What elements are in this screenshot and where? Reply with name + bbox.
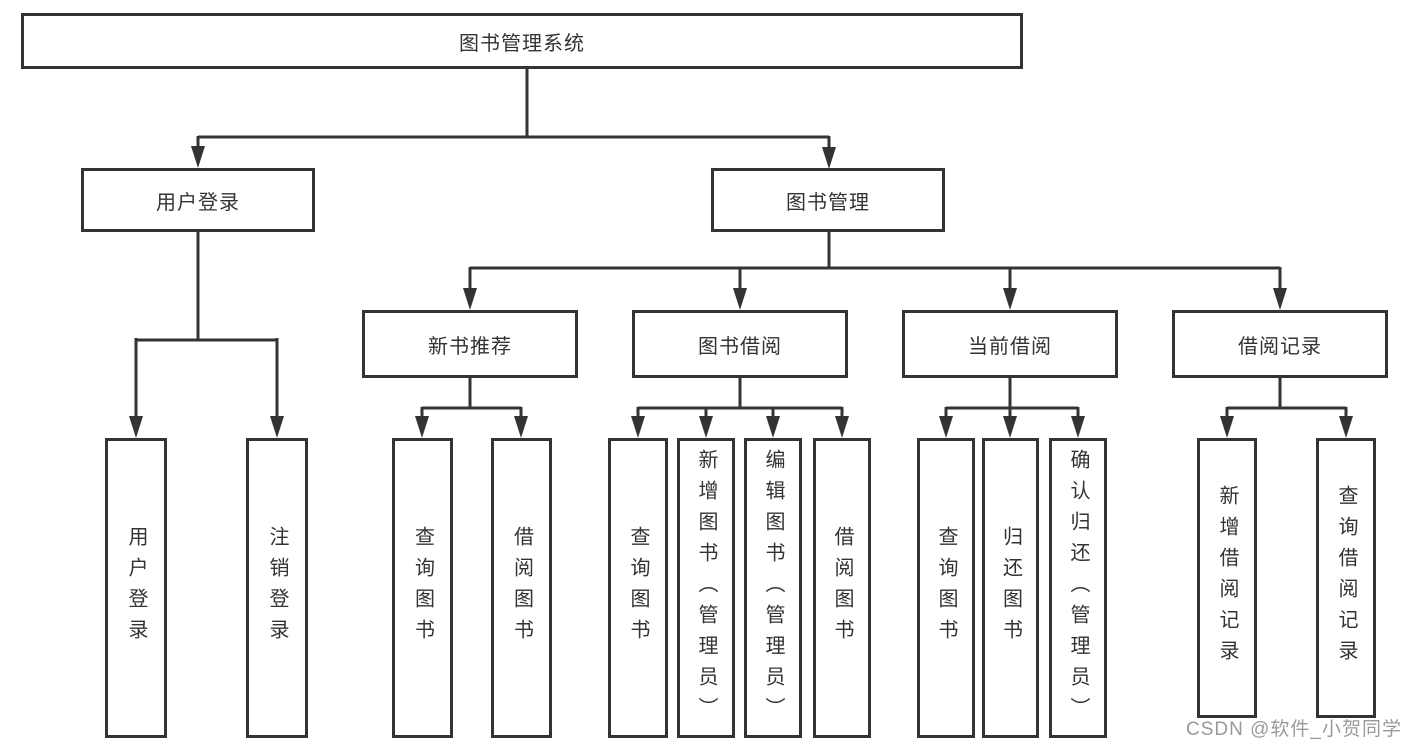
node-user-login: 用户登录 (81, 168, 315, 232)
leaf-user-login: 用户登录 (105, 438, 167, 738)
leaf-logout-login: 注销登录 (246, 438, 308, 738)
leaf-current-confirm-return-admin: 确认归还（管理员） (1049, 438, 1107, 738)
leaf-borrow-query-book: 查询图书 (608, 438, 668, 738)
node-new-book-recommend: 新书推荐 (362, 310, 578, 378)
leaf-newbook-query-book: 查询图书 (392, 438, 453, 738)
leaf-newbook-borrow-book: 借阅图书 (491, 438, 552, 738)
watermark: CSDN @软件_小贺同学 (1186, 719, 1402, 740)
leaf-borrow-add-book-admin: 新增图书（管理员） (677, 438, 735, 738)
leaf-borrow-edit-book-admin: 编辑图书（管理员） (744, 438, 802, 738)
arrowheads (129, 146, 1353, 438)
node-book-borrow: 图书借阅 (632, 310, 848, 378)
node-borrow-record: 借阅记录 (1172, 310, 1388, 378)
leaf-record-query: 查询借阅记录 (1316, 438, 1376, 718)
node-root: 图书管理系统 (21, 13, 1023, 69)
leaf-record-add: 新增借阅记录 (1197, 438, 1257, 718)
leaf-current-return-book: 归还图书 (982, 438, 1039, 738)
node-book-management: 图书管理 (711, 168, 945, 232)
leaf-current-query-book: 查询图书 (917, 438, 975, 738)
leaf-borrow-borrow-book: 借阅图书 (813, 438, 871, 738)
node-current-borrow: 当前借阅 (902, 310, 1118, 378)
